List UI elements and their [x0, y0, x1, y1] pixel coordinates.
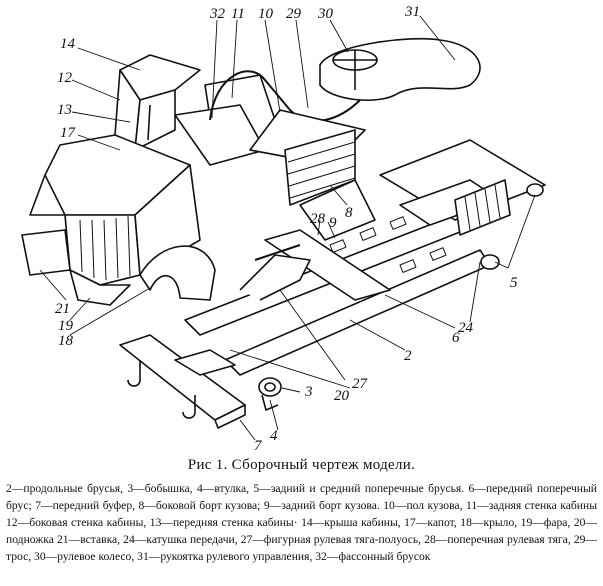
legend-entry: 27—фигурная рулевая тяга-полуось, [240, 533, 422, 546]
legend-entry: 30—рулевое колесо, [34, 550, 135, 563]
shaped-steering-rod [239, 254, 311, 301]
legend-entry: 32—фассонный брусок [315, 550, 431, 563]
callout-32: 32 [209, 6, 226, 22]
callout-3: 3 [304, 384, 313, 400]
callout-8: 8 [345, 205, 353, 221]
callout-28: 28 [310, 211, 326, 227]
front-buffer [119, 334, 246, 421]
callout-19: 19 [58, 318, 74, 334]
legend-entry: 21—вставка, [57, 533, 121, 546]
footboard [174, 349, 236, 376]
figure-legend: 2—продольные брусья, 3—бобышка, 4—втулка… [6, 480, 597, 565]
legend-entry: 20—подножка [6, 516, 598, 546]
callout-10: 10 [258, 6, 274, 22]
legend-entry: 11—задняя стенка кабины [465, 499, 597, 512]
callout-2: 2 [404, 348, 412, 364]
legend-entry: 29—трос, [6, 533, 598, 563]
legend-entry: 24—катушка передачи, [123, 533, 238, 546]
legend-entry: 3—бобышка, [127, 482, 193, 495]
legend-entry: 2—продольные брусья, [6, 482, 123, 495]
callout-6: 6 [452, 330, 460, 346]
callout-5: 5 [510, 275, 518, 291]
callout-12: 12 [57, 70, 73, 86]
callout-21: 21 [55, 301, 70, 317]
body-tailgate [299, 179, 376, 241]
cabin-front-wall [134, 89, 176, 151]
callout-24: 24 [458, 320, 474, 336]
insert [21, 229, 71, 276]
buffer-hook-right [182, 395, 196, 419]
legend-entry: 19—фара, [520, 516, 571, 529]
buffer-hook-left [127, 360, 141, 387]
legend-entry: 4—втулка, [196, 482, 250, 495]
legend-entry: 6—передний поперечный брус; [6, 482, 597, 512]
legend-entry: 13—передняя стенка кабины· [149, 516, 298, 529]
assembly-drawing: 32 11 10 29 30 31 14 12 13 17 8 28 9 5 2… [21, 4, 546, 454]
legend-entry: 9—задний борт кузова. [263, 499, 380, 512]
legend-entry: 14—крыша кабины, [301, 516, 401, 529]
callout-4: 4 [270, 428, 278, 444]
callout-31: 31 [404, 4, 420, 20]
callout-14: 14 [60, 36, 76, 52]
callout-13: 13 [57, 102, 72, 118]
callout-20: 20 [334, 388, 350, 404]
headlight [69, 269, 131, 306]
callout-11: 11 [231, 6, 245, 22]
legend-entry: 10—пол кузова, [383, 499, 463, 512]
boss [258, 377, 282, 397]
legend-entry: 7—передний буфер, [35, 499, 136, 512]
callout-29: 29 [286, 6, 302, 22]
front-cross-beam [264, 229, 391, 301]
figure-caption: Рис 1. Сборочный чертеж модели. [187, 457, 416, 473]
legend-entry: 31—рукоятка рулевого управления, [137, 550, 313, 563]
legend-entry: 12—боковая стенка кабины, [6, 516, 147, 529]
bushing [261, 394, 279, 411]
cable [209, 70, 361, 122]
legend-entry: 28—поперечная рулевая тяга, [424, 533, 571, 546]
callout-7: 7 [254, 438, 263, 454]
legend-entry: 5—задний и средний поперечные брусья. [253, 482, 465, 495]
legend-entry: 17—капот, [404, 516, 457, 529]
callout-27: 27 [352, 376, 369, 392]
fender [139, 245, 216, 301]
legend-entry: 8—боковой борт кузова; [138, 499, 261, 512]
callout-17: 17 [60, 125, 77, 141]
callout-30: 30 [317, 6, 334, 22]
legend-entry: 18—крыло, [460, 516, 518, 529]
cross-steering-rod [254, 244, 301, 261]
callout-9: 9 [329, 215, 337, 231]
callout-18: 18 [58, 333, 74, 349]
